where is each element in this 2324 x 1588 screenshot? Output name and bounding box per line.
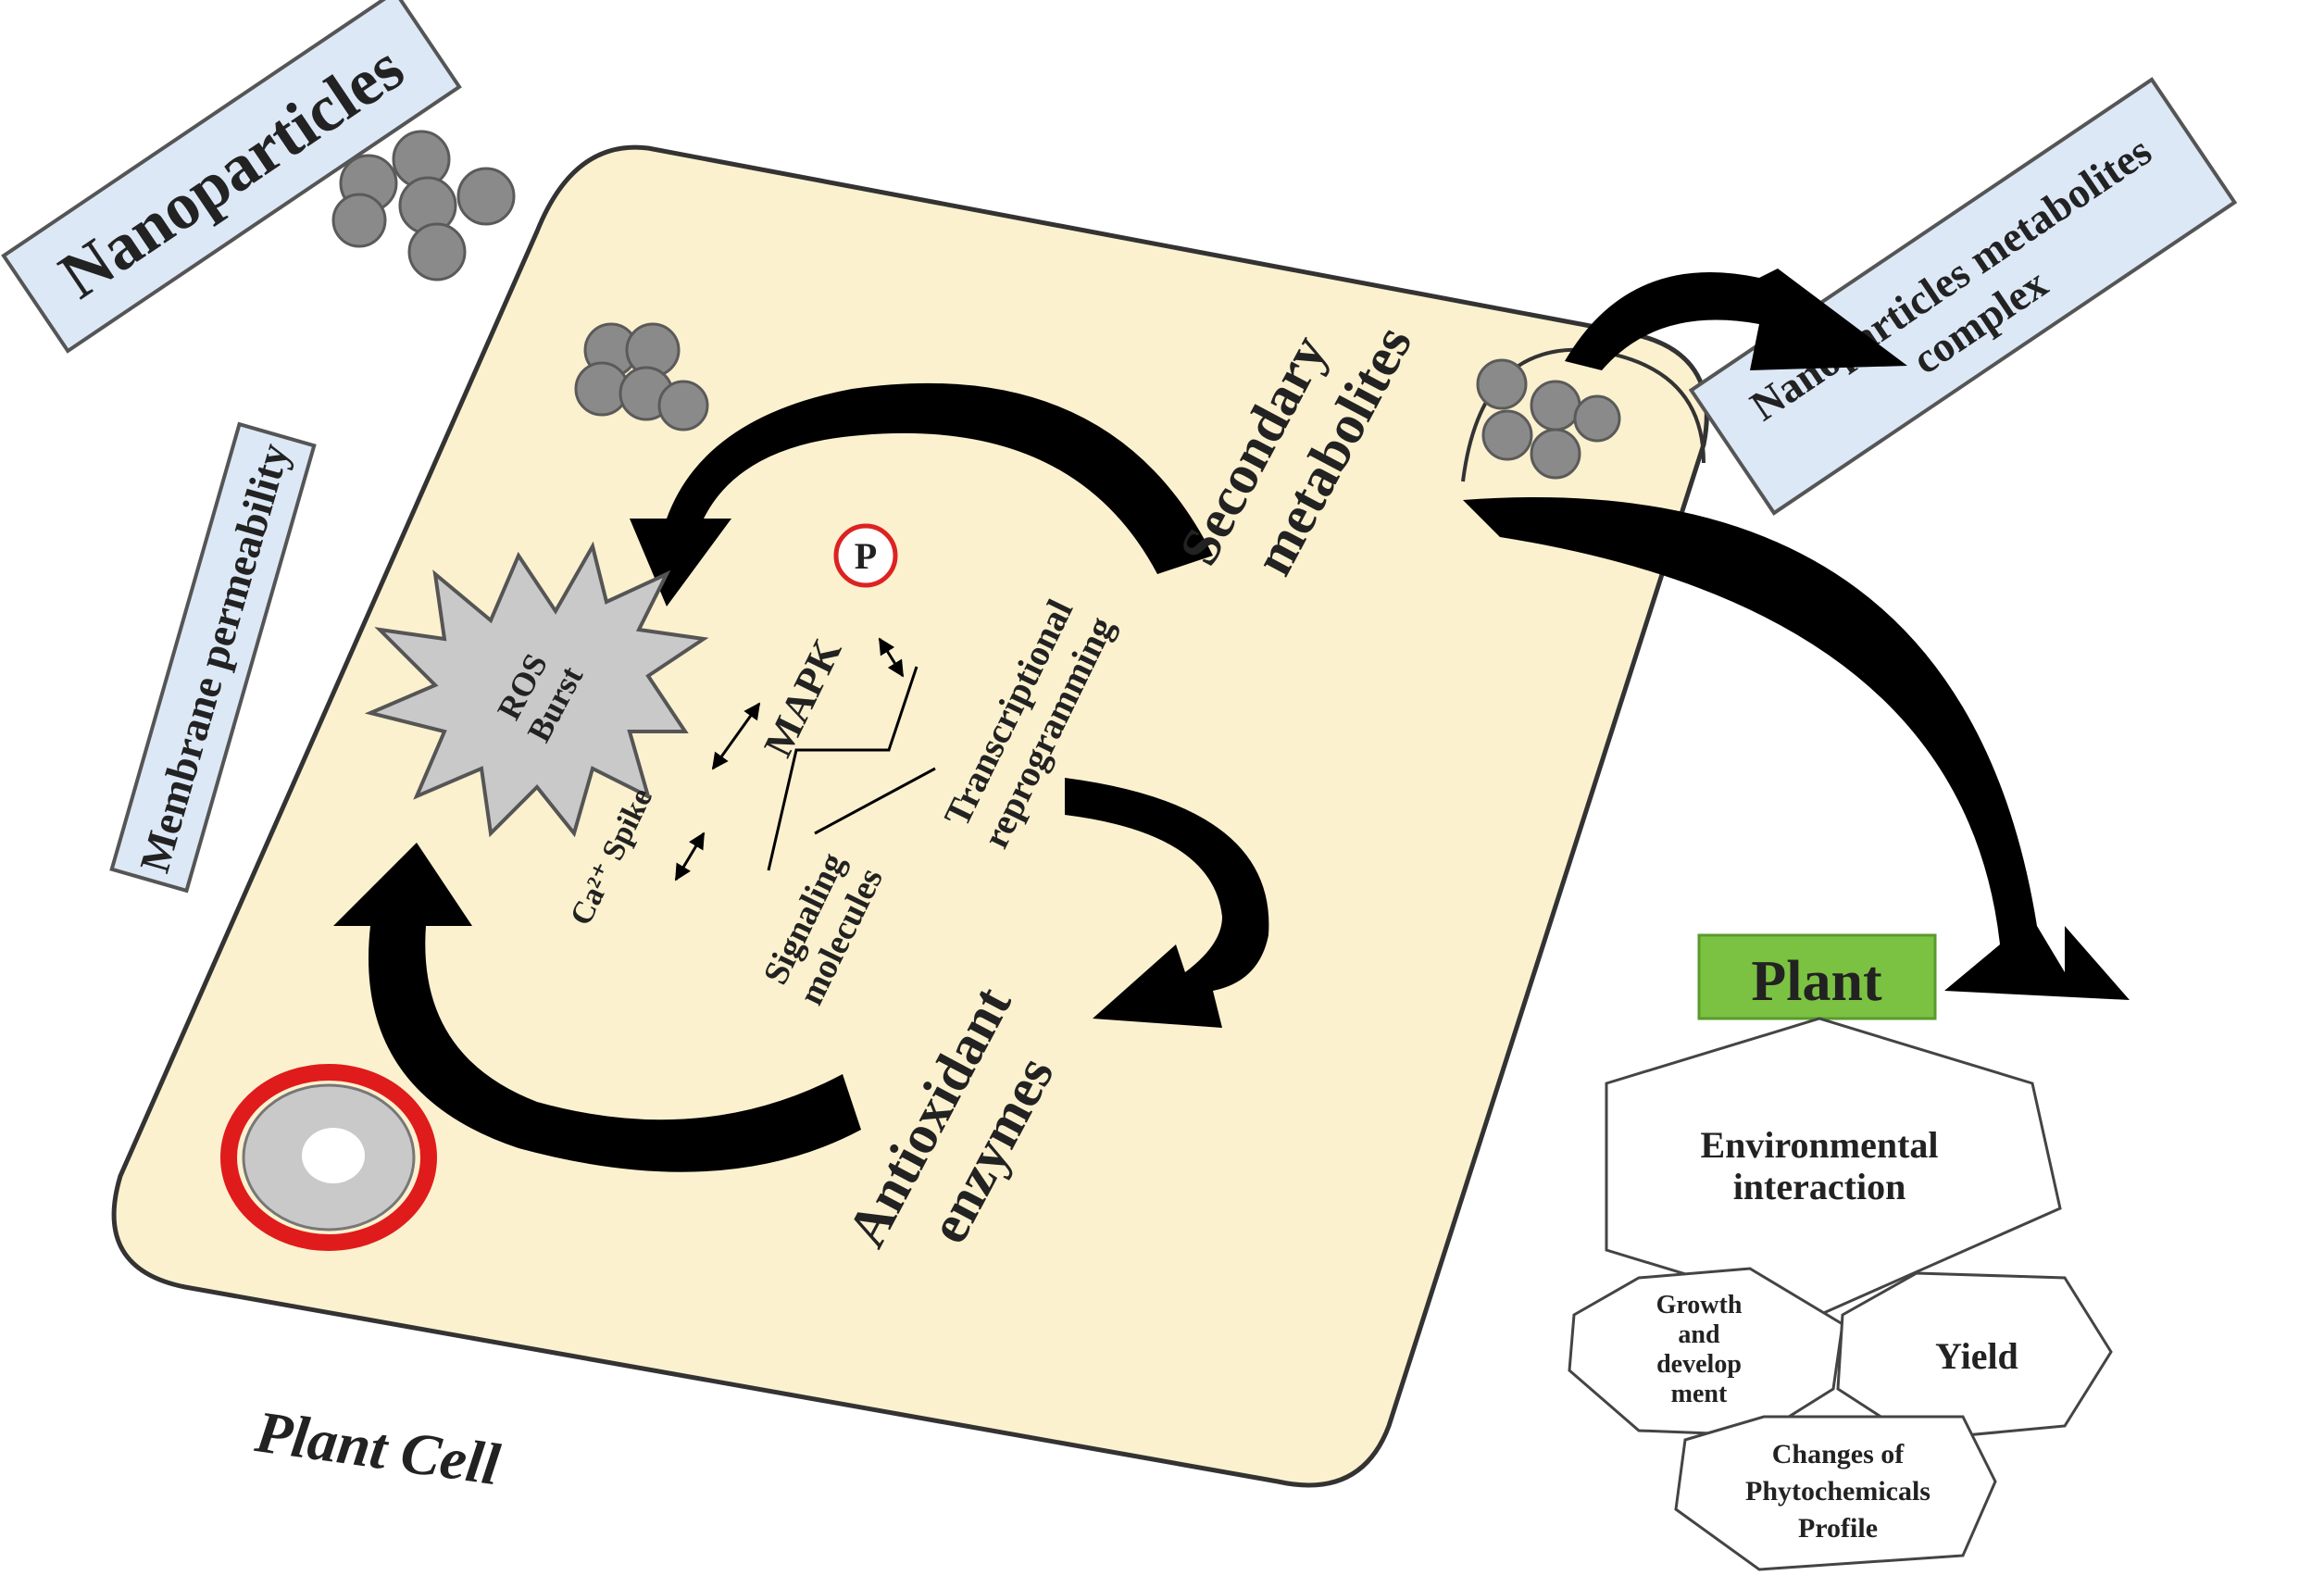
svg-text:Plant Cell: Plant Cell: [251, 1398, 504, 1497]
hex-environmental: Environmental interaction: [1605, 1017, 2062, 1317]
svg-text:Phytochemicals: Phytochemicals: [1745, 1476, 1930, 1507]
phospho-marker: P: [833, 523, 898, 588]
svg-text:Environmental: Environmental: [1700, 1124, 1938, 1166]
svg-text:Yield: Yield: [1935, 1335, 2018, 1377]
svg-text:and: and: [1678, 1320, 1720, 1349]
svg-text:develop: develop: [1656, 1350, 1742, 1379]
organelle: [220, 1064, 437, 1251]
hex-changes: Changes of Phytochemicals Profile: [1674, 1415, 1997, 1571]
arrow-secondary-to-ros: [630, 382, 1213, 606]
ros-burst: [364, 541, 709, 838]
svg-text:ment: ment: [1671, 1380, 1728, 1408]
plant-cell-body: [111, 144, 1709, 1488]
plant-cell-caption: Plant Cell: [251, 1398, 504, 1497]
svg-text:Profile: Profile: [1798, 1513, 1878, 1544]
nanoparticle-cluster-complex: [1476, 358, 1621, 480]
arrow-to-plant: [1463, 497, 2130, 1000]
svg-text:interaction: interaction: [1733, 1166, 1906, 1207]
arrow-to-complex-label: [1565, 269, 1907, 370]
nanoparticle-cluster-entering: [574, 322, 709, 431]
svg-text:Growth: Growth: [1656, 1291, 1743, 1319]
svg-text:Changes of: Changes of: [1772, 1439, 1905, 1469]
arrow-transcriptional-to-antioxidant: [1065, 778, 1269, 1028]
signaling-connectors: [674, 637, 936, 882]
plant-box: Plant: [1697, 933, 1937, 1020]
arrow-antioxidant-to-ros: [333, 843, 861, 1172]
hex-yield: Yield: [1836, 1271, 2113, 1442]
nanoparticle-cluster-free: [331, 130, 516, 281]
plant-label: Plant: [1751, 950, 1882, 1013]
membrane-permeability-label: Membrane permeability: [131, 438, 298, 878]
svg-text:P: P: [855, 535, 877, 577]
hex-growth: Growth and develop ment: [1568, 1267, 1844, 1437]
